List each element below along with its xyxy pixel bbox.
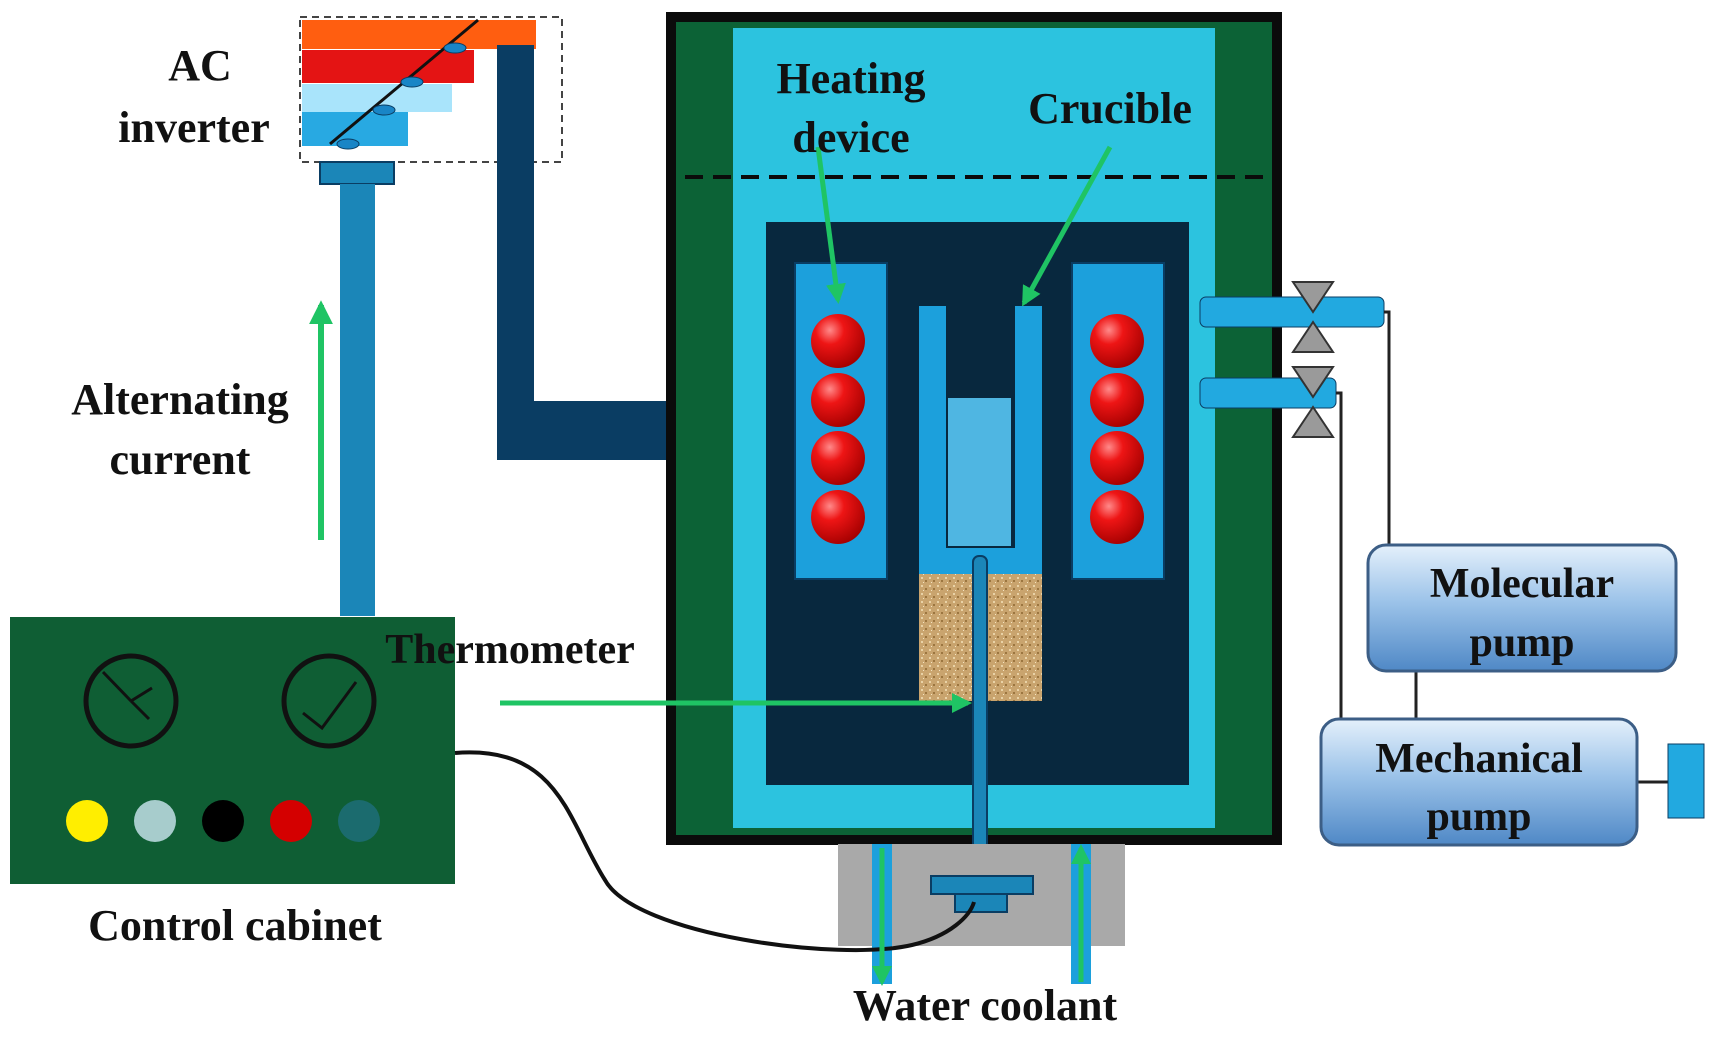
annotation-arrows	[309, 145, 1113, 986]
gauge-right-icon	[281, 653, 377, 749]
thermometer-rod	[972, 555, 988, 887]
current-cable	[319, 161, 395, 616]
alternating-current-label-line1: Alternating	[71, 375, 289, 424]
crucible-label: Crucible	[1028, 84, 1192, 133]
molecular-pump-label-line1: Molecular	[1430, 561, 1614, 607]
indicator-teal	[338, 800, 380, 842]
control-cabinet-label: Control cabinet	[88, 901, 382, 950]
indicator-yellow	[66, 800, 108, 842]
water-coolant-label: Water coolant	[853, 981, 1118, 1030]
heating-device-label-line1: Heating	[776, 54, 925, 103]
molecular-pump	[1366, 543, 1678, 673]
ac-inverter-label-line1: AC	[168, 41, 232, 90]
heating-balls	[811, 314, 1144, 544]
furnace	[666, 12, 1282, 887]
mechanical-pump	[1319, 717, 1639, 847]
alternating-current-label-line2: current	[110, 435, 251, 484]
thermometer-label: Thermometer	[385, 627, 635, 673]
mechanical-pump-label-line2: pump	[1426, 794, 1531, 840]
indicator-lightblue	[134, 800, 176, 842]
ac-inverter	[299, 16, 563, 163]
mechanical-pump-label-line1: Mechanical	[1375, 736, 1583, 782]
heating-arrow	[815, 146, 846, 304]
molecular-pump-label-line2: pump	[1469, 620, 1574, 666]
indicator-black	[202, 800, 244, 842]
heating-device-label-line2: device	[792, 113, 909, 162]
control-cabinet	[10, 617, 455, 884]
vacuum-pipes	[1199, 281, 1705, 819]
ac-inverter-label-line2: inverter	[118, 103, 269, 152]
thermometer-cable	[454, 750, 976, 953]
gauge-left-icon	[83, 653, 179, 749]
indicator-red	[270, 800, 312, 842]
crucible-arrow	[1021, 145, 1113, 307]
